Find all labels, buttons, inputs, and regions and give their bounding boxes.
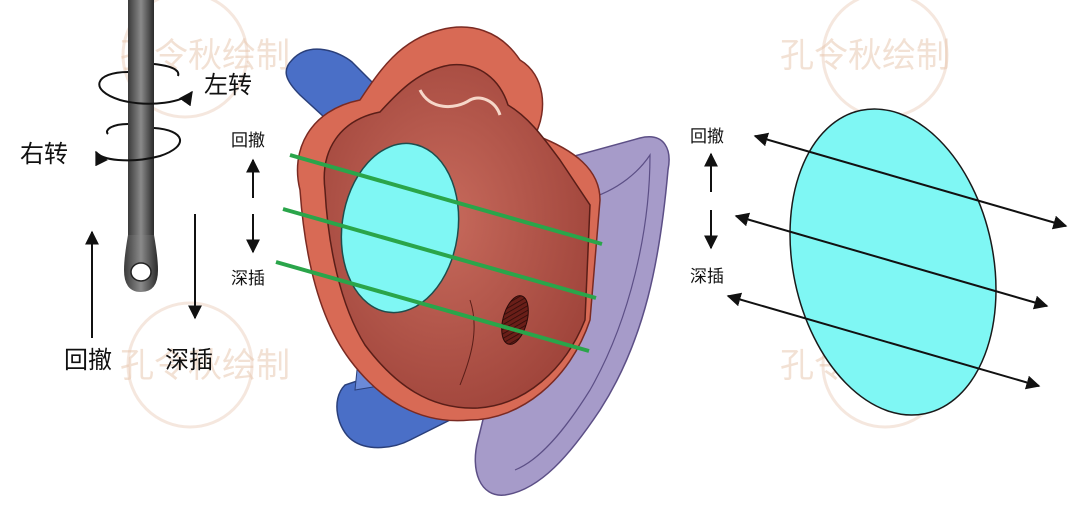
watermark-text: 孔令秋绘制 [120, 346, 290, 386]
watermark-seal: 孔令秋绘制 [780, 0, 950, 119]
ventricle-edge [514, 153, 651, 471]
imaging-plane-lower [275, 260, 590, 353]
rotate-right-arrow [95, 123, 182, 167]
atrium-rim [418, 89, 502, 116]
view-insert-label: 深插 [690, 267, 724, 287]
rotate-left-arrow [98, 63, 193, 107]
probe-shaft [128, 0, 154, 240]
tee-probe [124, 0, 158, 292]
view-withdraw-label: 回撤 [690, 127, 724, 147]
probe-withdraw-label: 回撤 [64, 346, 112, 374]
rotate-left-label: 左转 [204, 71, 252, 99]
heart-withdraw-label: 回撤 [231, 131, 265, 151]
view-plane-lower-arrow [726, 292, 1041, 390]
heart-illustration [275, 26, 670, 496]
rotate-right-label: 右转 [20, 140, 68, 168]
imaging-plane-middle [282, 207, 597, 300]
heart-insert-label: 深插 [231, 269, 265, 289]
probe-tip-hole [130, 262, 152, 282]
view-plane-upper-arrow [753, 132, 1068, 230]
watermark-seal: 孔令秋绘制 [120, 301, 290, 429]
heart-contour [459, 299, 475, 386]
probe-insert-label: 深插 [165, 346, 213, 374]
watermark-text: 孔令秋绘制 [780, 36, 950, 76]
view-plane-middle-arrow [734, 212, 1049, 310]
imaging-plane-upper [289, 153, 603, 246]
valve-orifice [340, 142, 460, 314]
